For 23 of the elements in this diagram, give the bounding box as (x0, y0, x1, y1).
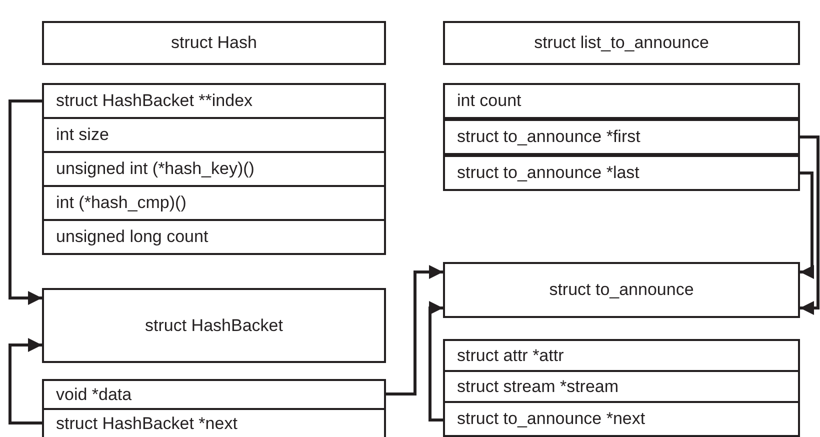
field-row: unsigned long count (42, 219, 386, 255)
arrow (386, 265, 443, 396)
field-row: struct HashBacket **index (42, 83, 386, 119)
struct-box: struct HashBacket (42, 288, 386, 363)
arrow (800, 136, 820, 315)
arrow (8, 100, 42, 305)
arrow (428, 301, 443, 422)
arrow (800, 172, 814, 279)
field-row: int (*hash_cmp)() (42, 185, 386, 221)
struct-box: struct to_announce (443, 262, 800, 318)
field-row: void *data (42, 379, 386, 410)
field-row: struct HashBacket *next (42, 408, 386, 437)
field-row: unsigned int (*hash_key)() (42, 151, 386, 187)
field-row: struct attr *attr (443, 339, 800, 372)
struct-box: struct Hash (42, 21, 386, 65)
field-row: struct to_announce *last (443, 155, 800, 191)
struct-box: struct list_to_announce (443, 21, 800, 65)
field-row: struct to_announce *first (443, 119, 800, 155)
field-row: struct stream *stream (443, 370, 800, 403)
field-row: struct to_announce *next (443, 401, 800, 437)
arrow (8, 338, 42, 424)
field-row: int size (42, 117, 386, 153)
field-row: int count (443, 83, 800, 119)
